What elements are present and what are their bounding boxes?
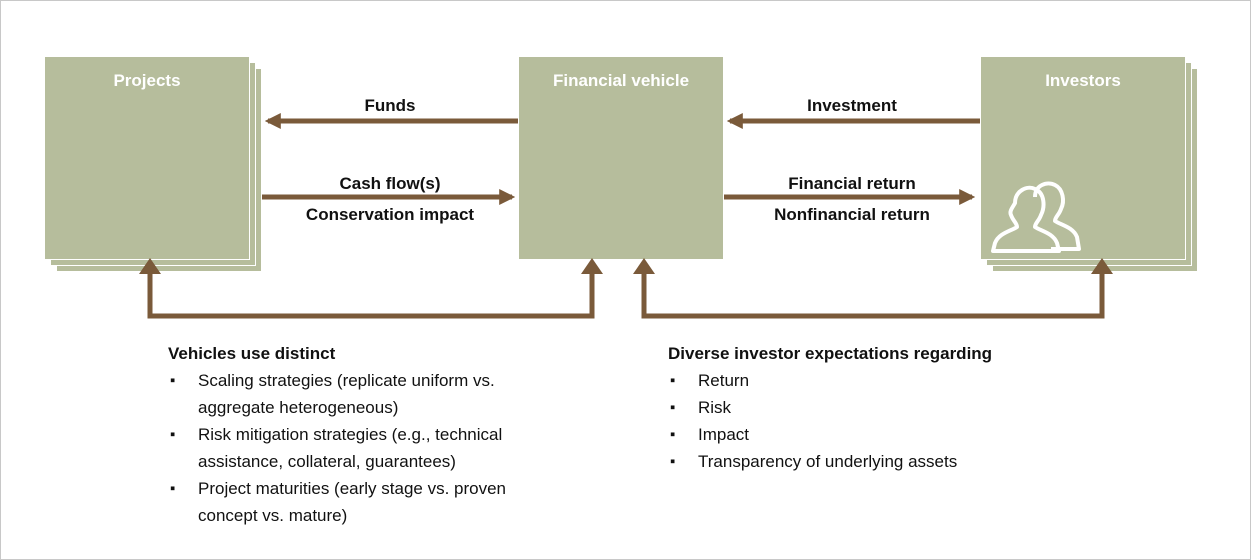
people-icon xyxy=(991,181,1081,253)
investment-label: Investment xyxy=(807,96,897,115)
investor-expectations-list: Return Risk Impact Transparency of under… xyxy=(668,367,1088,475)
investors-box: Investors xyxy=(980,56,1186,260)
right-feedback-arrowhead-2 xyxy=(1091,258,1113,274)
list-item: Risk xyxy=(668,394,1088,421)
investor-expectations-note: Diverse investor expectations regarding … xyxy=(668,340,1088,475)
financial-vehicle-title: Financial vehicle xyxy=(552,71,690,90)
financial-vehicle-box: Financial vehicle xyxy=(518,56,724,260)
list-item: Risk mitigation strategies (e.g., techni… xyxy=(168,421,578,475)
list-item: Project maturities (early stage vs. prov… xyxy=(168,475,538,529)
investors-title: Investors xyxy=(1045,71,1121,90)
projects-title: Projects xyxy=(113,71,181,90)
cash-flow-label: Cash flow(s) xyxy=(339,174,441,193)
list-item: Scaling strategies (replicate uniform vs… xyxy=(168,367,568,421)
vehicles-note: Vehicles use distinct Scaling strategies… xyxy=(168,340,588,529)
conservation-impact-label: Conservation impact xyxy=(305,205,475,224)
projects-box: Projects xyxy=(44,56,250,260)
left-feedback-arrowhead-1 xyxy=(139,258,161,274)
left-feedback-line xyxy=(147,270,595,319)
list-item: Impact xyxy=(668,421,1088,448)
funds-label: Funds xyxy=(364,96,416,115)
financial-return-label: Financial return xyxy=(788,174,916,193)
vehicles-note-list: Scaling strategies (replicate uniform vs… xyxy=(168,367,588,529)
vehicles-note-title: Vehicles use distinct xyxy=(168,344,336,363)
list-item: Transparency of underlying assets xyxy=(668,448,1088,475)
list-item: Return xyxy=(668,367,1088,394)
investor-expectations-title: Diverse investor expectations regarding xyxy=(668,344,993,363)
right-feedback-arrowhead-1 xyxy=(633,258,655,274)
right-feedback-line xyxy=(641,270,1105,319)
left-feedback-arrowhead-2 xyxy=(581,258,603,274)
nonfinancial-return-label: Nonfinancial return xyxy=(774,205,930,224)
